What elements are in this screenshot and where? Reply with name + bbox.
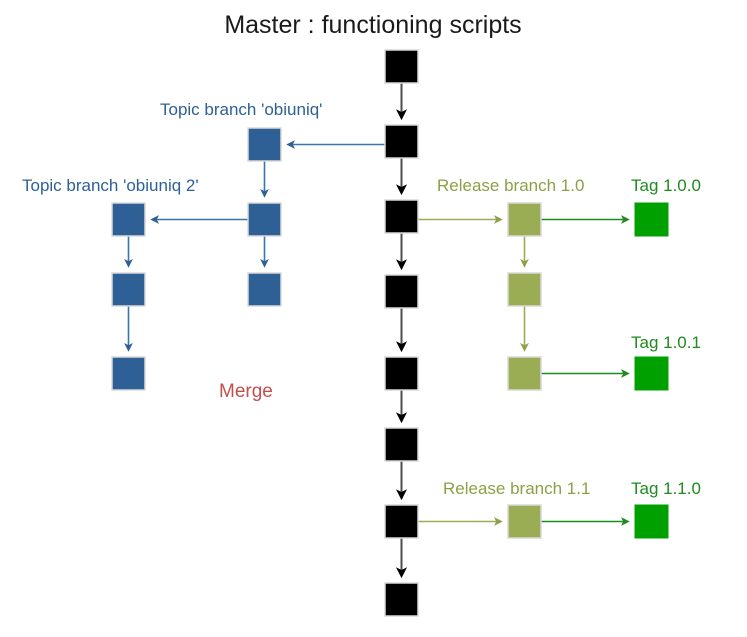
commit-node-master[interactable] [384, 582, 419, 617]
release-branch-10-label: Release branch 1.0 [437, 176, 584, 195]
commit-node-release-10[interactable] [507, 202, 542, 237]
commit-node-topic1[interactable] [247, 202, 282, 237]
tag-nodes [634, 202, 669, 539]
tag-110-label: Tag 1.1.0 [631, 479, 701, 498]
page-title: Master : functioning scripts [224, 11, 521, 39]
commit-node-master[interactable] [384, 124, 419, 159]
commit-node-master[interactable] [384, 274, 419, 309]
commit-node-release-10[interactable] [507, 356, 542, 391]
topic-branch-2-nodes [111, 202, 146, 391]
topic-branch-1-label: Topic branch 'obiuniq' [160, 100, 322, 119]
commit-node-master[interactable] [384, 504, 419, 539]
merge-label: Merge [219, 381, 273, 402]
commit-node-master[interactable] [384, 356, 419, 391]
commit-node-master[interactable] [384, 49, 419, 84]
topic-branch-2-label: Topic branch 'obiuniq 2' [22, 176, 199, 195]
commit-node-release-10[interactable] [507, 272, 542, 307]
topic-branch-1-nodes [247, 127, 282, 307]
tag-node-110[interactable] [634, 504, 669, 539]
commit-node-master[interactable] [384, 199, 419, 234]
commit-node-topic2[interactable] [111, 356, 146, 391]
tag-100-label: Tag 1.0.0 [631, 176, 701, 195]
master-nodes [384, 49, 419, 617]
tag-edges [541, 215, 630, 526]
release-branch-nodes [507, 202, 542, 539]
commit-node-topic2[interactable] [111, 202, 146, 237]
tag-node-101[interactable] [634, 356, 669, 391]
commit-node-master[interactable] [384, 427, 419, 462]
tag-node-100[interactable] [634, 202, 669, 237]
commit-node-topic1[interactable] [247, 127, 282, 162]
commit-node-topic1[interactable] [247, 272, 282, 307]
release-branch-11-label: Release branch 1.1 [443, 479, 590, 498]
commit-node-topic2[interactable] [111, 272, 146, 307]
commit-node-release-11[interactable] [507, 504, 542, 539]
tag-101-label: Tag 1.0.1 [631, 333, 701, 352]
topic-branch-edges [124, 140, 385, 352]
release-branch-edges [418, 215, 529, 526]
